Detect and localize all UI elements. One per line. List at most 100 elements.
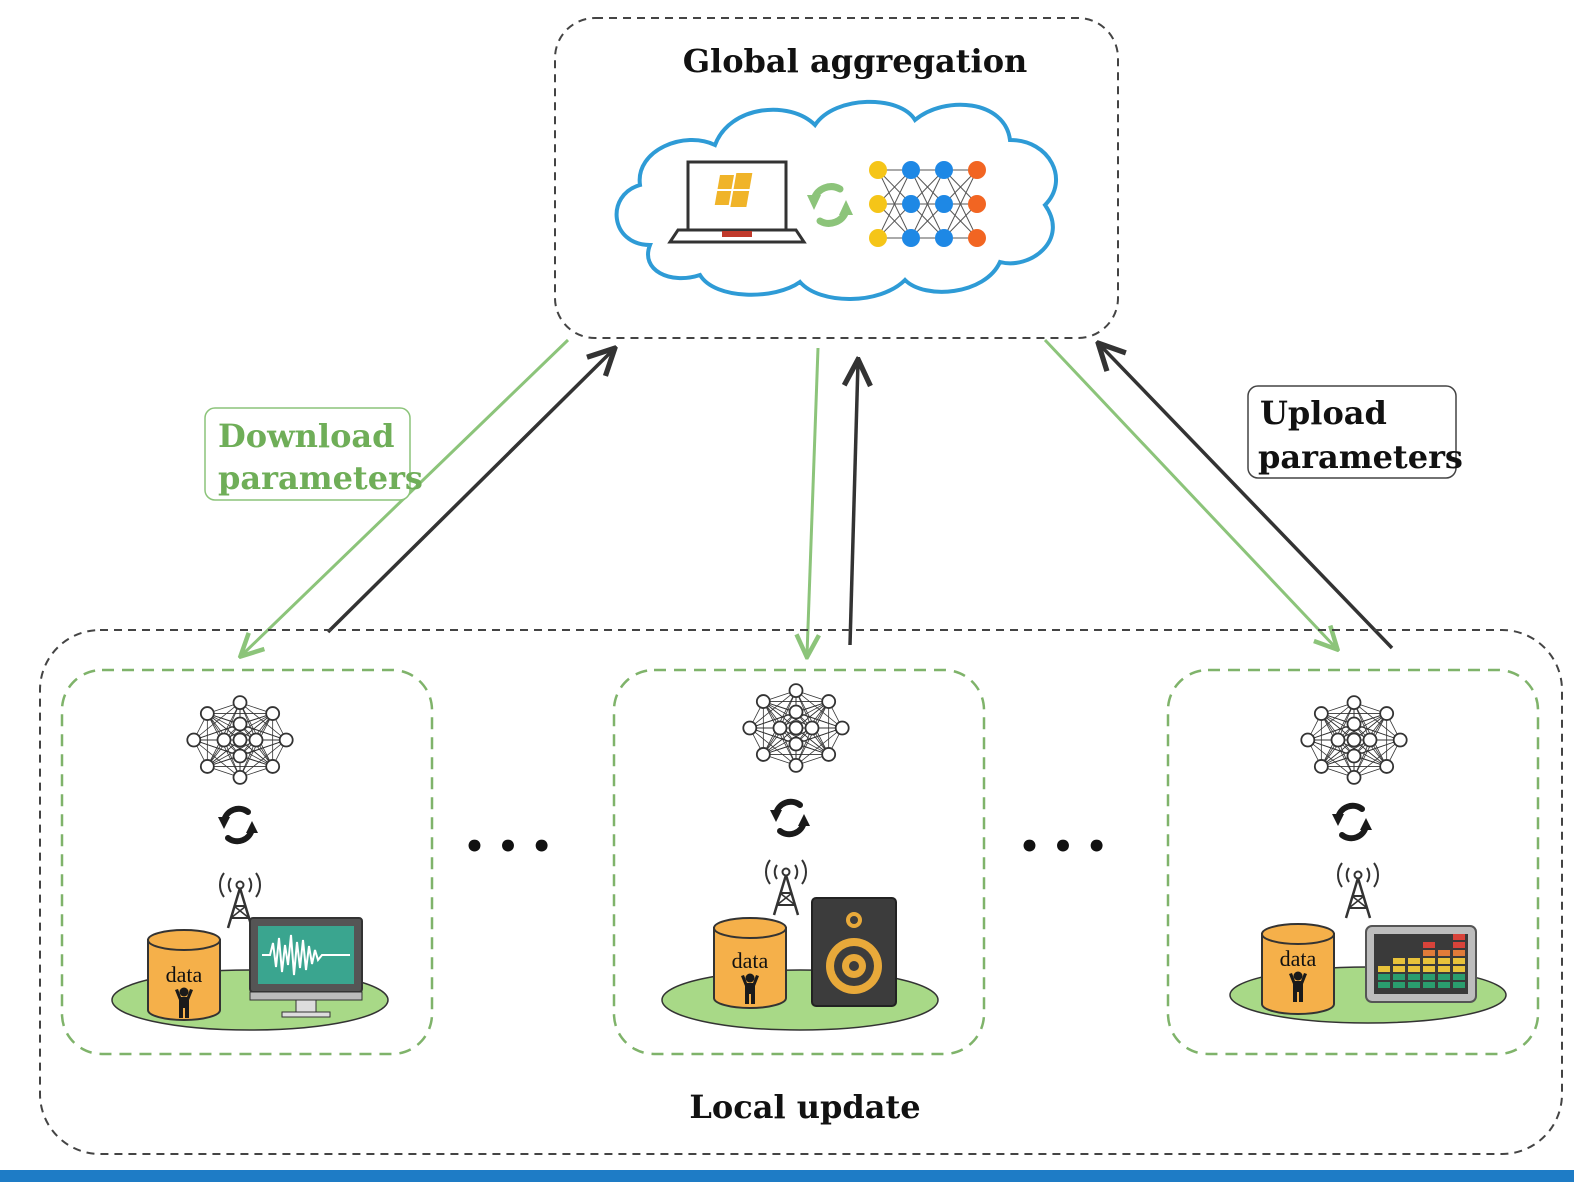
nn-node: [232, 748, 248, 764]
windows-logo-icon: [714, 173, 753, 207]
download-label-line2: parameters: [218, 459, 423, 497]
equalizer-bar: [1453, 958, 1465, 964]
client-neural-network-icon: [742, 683, 850, 773]
client-box: [1166, 668, 1540, 1056]
equalizer-bar: [1423, 950, 1435, 956]
download-parameters-label: Download parameters: [204, 407, 423, 501]
nn-node: [788, 720, 804, 736]
equalizer-bar: [1423, 974, 1435, 980]
sync-icon: [770, 802, 810, 834]
equalizer-bar: [1423, 942, 1435, 948]
client-neural-network-icon: [1300, 695, 1408, 785]
nn-node: [1392, 732, 1408, 748]
nn-node: [1346, 695, 1362, 710]
antenna-tower-icon: [1336, 861, 1380, 920]
nn-node: [902, 195, 920, 213]
nn-node: [1330, 732, 1346, 748]
equalizer-bar: [1378, 974, 1390, 980]
client-box: [60, 668, 434, 1056]
nn-node: [788, 683, 804, 698]
equalizer-bar: [1438, 966, 1450, 972]
equalizer-bar: [1378, 982, 1390, 988]
nn-node: [902, 161, 920, 179]
nn-node: [755, 747, 771, 762]
cloud-sync-icon: [807, 183, 853, 227]
equalizer-bar: [1408, 958, 1420, 964]
sync-icon: [1332, 806, 1372, 838]
nn-node: [1346, 770, 1362, 785]
nn-node: [788, 704, 804, 720]
speaker-icon: [811, 897, 897, 1007]
nn-node: [232, 716, 248, 732]
nn-node: [1346, 748, 1362, 764]
nn-node: [1346, 716, 1362, 732]
equalizer-bar: [1393, 966, 1405, 972]
nn-node: [278, 732, 294, 748]
nn-node: [232, 695, 248, 710]
equalizer-bar: [1453, 966, 1465, 972]
data-cylinder-icon: data: [713, 917, 787, 1009]
nn-node: [1379, 759, 1395, 774]
cloud-icon: [614, 99, 1058, 301]
nn-node: [199, 706, 215, 721]
local-update-box: [39, 629, 1563, 1155]
nn-node: [1346, 732, 1362, 748]
nn-node: [935, 229, 953, 247]
equalizer-bar: [1453, 942, 1465, 948]
nn-node: [265, 759, 281, 774]
nn-node: [788, 758, 804, 773]
nn-node: [1313, 759, 1329, 774]
equalizer-bar: [1423, 966, 1435, 972]
client-1: data: [60, 668, 434, 1056]
nn-node: [935, 161, 953, 179]
nn-node: [902, 229, 920, 247]
equalizer-bar: [1423, 982, 1435, 988]
nn-node: [869, 229, 887, 247]
nn-node: [248, 732, 264, 748]
equalizer-bar: [1438, 974, 1450, 980]
data-cylinder-icon: data: [147, 929, 221, 1021]
nn-node: [968, 161, 986, 179]
nn-node: [788, 736, 804, 752]
data-label: data: [166, 962, 203, 987]
nn-node: [834, 720, 850, 736]
nn-node: [821, 747, 837, 762]
nn-node: [968, 195, 986, 213]
nn-node: [804, 720, 820, 736]
nn-node: [1300, 732, 1316, 748]
equalizer-bar: [1453, 950, 1465, 956]
global-aggregation-title: Global aggregation: [683, 42, 1028, 80]
equalizer-display-icon: [1365, 925, 1477, 1003]
nn-node: [1362, 732, 1378, 748]
nn-node: [821, 694, 837, 709]
client-3: data: [1166, 668, 1540, 1056]
upload-label-line1: Upload: [1260, 394, 1387, 432]
equalizer-bar: [1423, 958, 1435, 964]
client-2: data: [612, 668, 986, 1056]
equalizer-bar: [1393, 958, 1405, 964]
nn-node: [772, 720, 788, 736]
global-aggregation-box: [554, 17, 1119, 339]
upload-arrows: [326, 345, 1394, 650]
nn-node: [968, 229, 986, 247]
equalizer-bar: [1408, 982, 1420, 988]
sync-icon: [218, 809, 258, 841]
equalizer-bar: [1453, 974, 1465, 980]
nn-node: [232, 732, 248, 748]
data-label: data: [732, 948, 769, 973]
ellipsis-left: • • •: [464, 827, 553, 867]
nn-node: [869, 195, 887, 213]
equalizer-bar: [1378, 966, 1390, 972]
client-neural-network-icon: [186, 695, 294, 785]
audio-monitor-icon: [249, 917, 363, 1018]
ellipsis-right: • • •: [1019, 827, 1108, 867]
equalizer-bar: [1393, 982, 1405, 988]
nn-node: [935, 195, 953, 213]
bottom-accent-bar: [0, 1170, 1574, 1182]
nn-node: [755, 694, 771, 709]
equalizer-bar: [1438, 958, 1450, 964]
nn-node: [1313, 706, 1329, 721]
local-update-title: Local update: [689, 1088, 920, 1126]
nn-node: [742, 720, 758, 736]
